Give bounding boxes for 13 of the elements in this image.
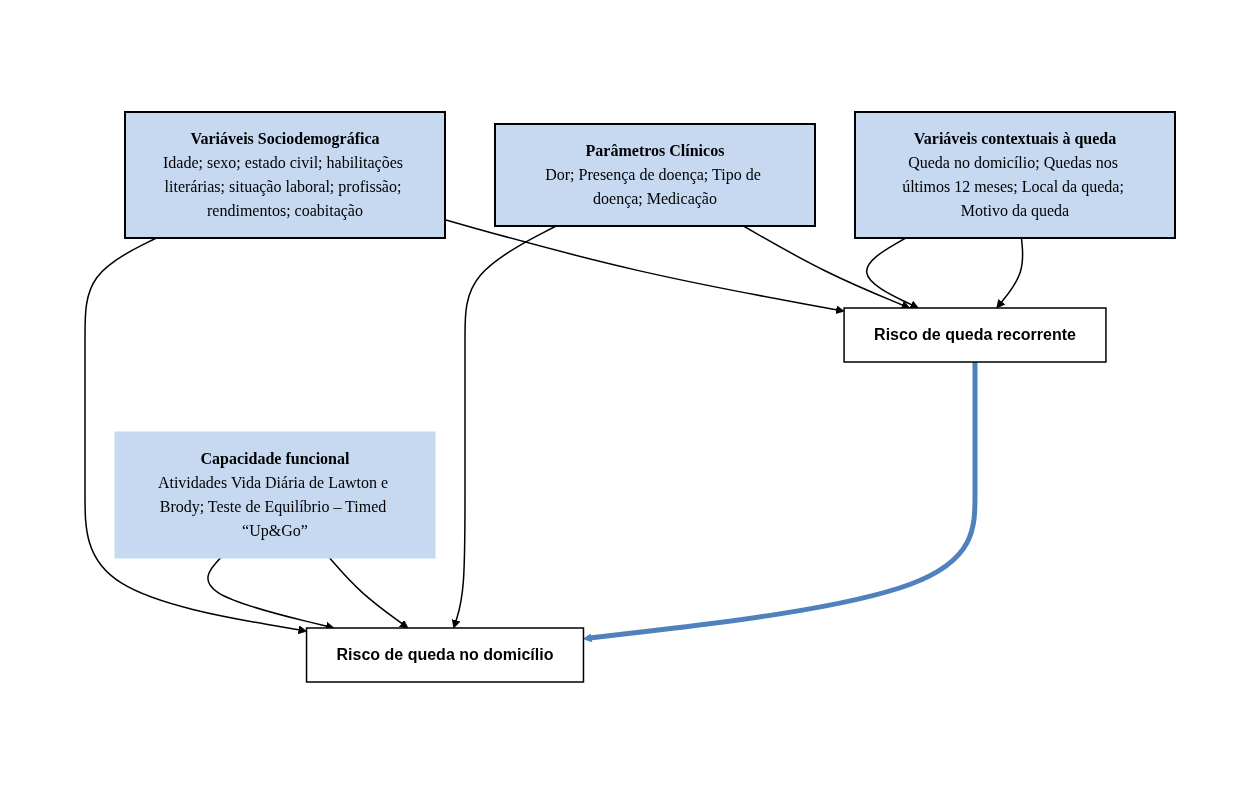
arrow [84, 236, 307, 634]
arrow [742, 224, 911, 309]
arrow [866, 236, 919, 309]
node-box: Variáveis contextuais à queda Queda no domicílio; Quedas nos últimos 12 meses; Local da queda; Motivo da queda [854, 110, 1176, 239]
node-box: Capacidade funcional Atividades Vida Diária de Lawton e Brody; Teste de Equilíbrio – Timed “Up&Go” [114, 431, 436, 558]
node-box: Risco de queda recorrente [843, 306, 1107, 363]
node-box: Variáveis Sociodemográfica Idade; sexo; estado civil; habilitações literárias; situação laboral; profissão; rendimentos; coabitação [124, 110, 446, 239]
arrow [328, 556, 409, 628]
arrow [451, 224, 557, 628]
arrow [996, 236, 1024, 308]
node-box: Risco de queda no domicílio [305, 626, 585, 683]
node-box: Parâmetros Clínicos Dor; Presença de doença; Tipo de doença; Medicação [494, 122, 816, 227]
arrow [583, 361, 978, 642]
